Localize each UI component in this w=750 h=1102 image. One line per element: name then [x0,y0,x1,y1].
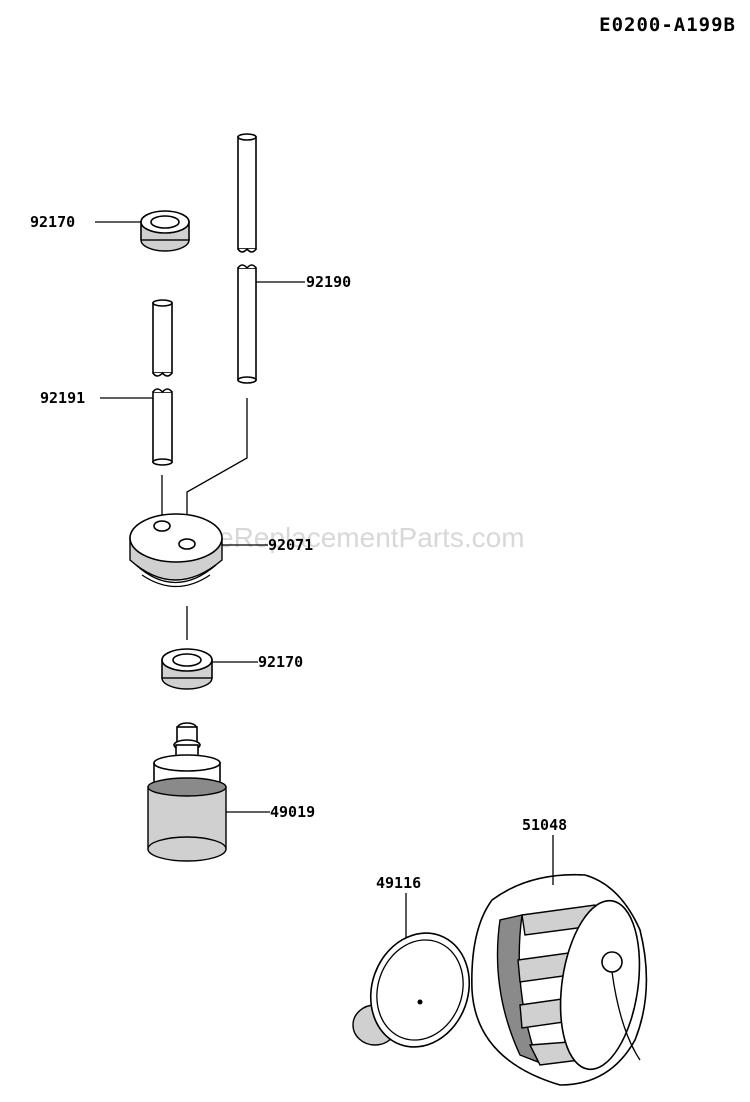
seal-bottom-part[interactable] [161,648,213,690]
filter-label[interactable]: 49019 [270,803,315,821]
seal-top-label[interactable]: 92170 [30,213,75,231]
seal-bottom-label[interactable]: 92170 [258,653,303,671]
watermark-text: eReplacementParts.com [218,522,525,553]
tube-short-part[interactable] [152,299,173,466]
diagram-id: E0200-A199B [599,14,736,36]
cap-label[interactable]: 51048 [522,816,567,834]
grommet-part[interactable] [129,513,223,588]
seal-top-part[interactable] [140,210,190,252]
cap-part[interactable] [471,873,650,1086]
tube-long-part[interactable] [237,133,257,384]
diaphragm-label[interactable]: 49116 [376,874,421,892]
tube-short-label[interactable]: 92191 [40,389,85,407]
tube-long-label[interactable]: 92190 [306,273,351,291]
diaphragm-part[interactable] [352,919,485,1061]
filter-part[interactable] [147,722,227,862]
grommet-label[interactable]: 92071 [268,536,313,554]
